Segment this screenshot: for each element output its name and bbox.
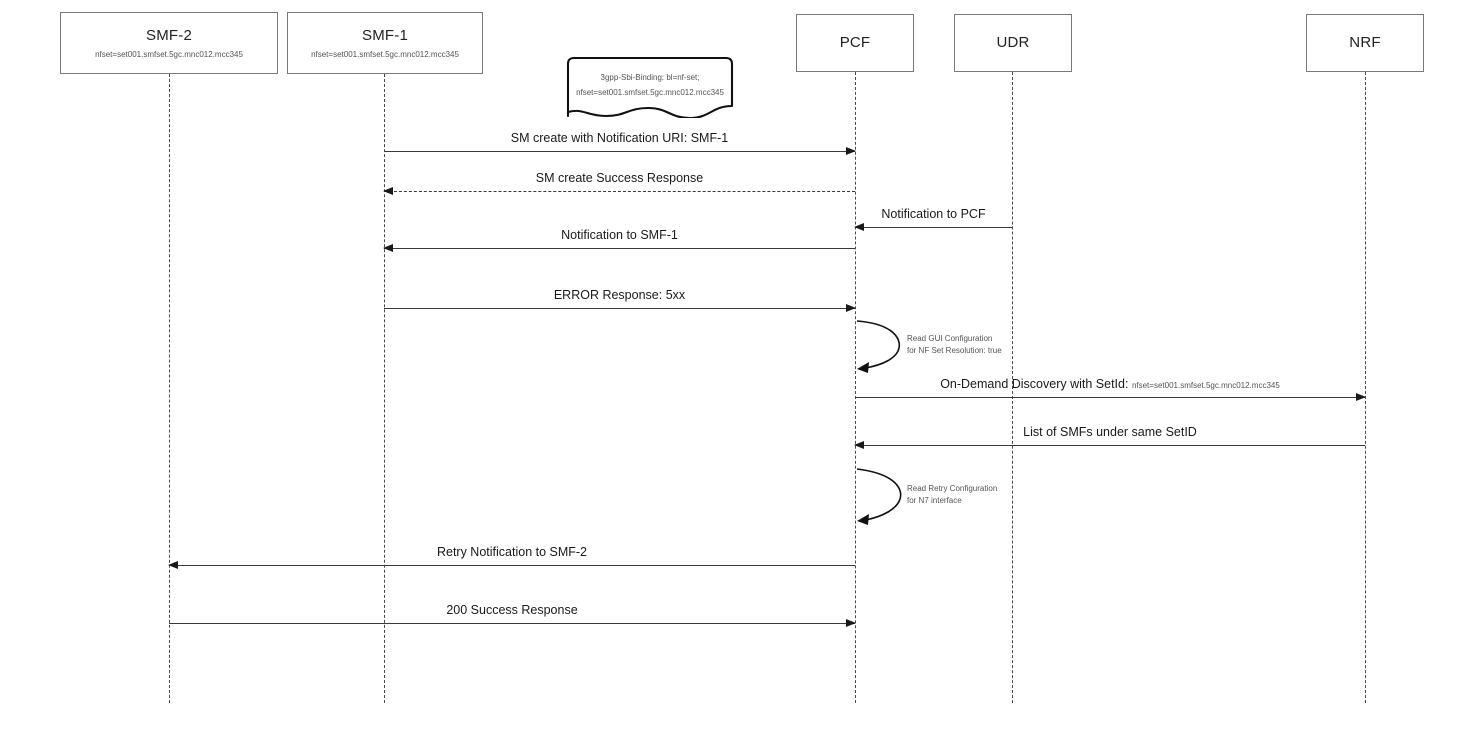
self-message-line-2: for N7 interface (907, 496, 962, 505)
message-label: On-Demand Discovery with SetId: nfset=se… (735, 377, 1462, 391)
message-label: Notification to PCF (881, 207, 986, 221)
message-label: 200 Success Response (446, 603, 578, 617)
message-line (169, 623, 855, 624)
participant-nrf[interactable]: NRF (1306, 14, 1424, 72)
participant-subtitle: nfset=set001.smfset.5gc.mnc012.mcc345 (311, 49, 459, 59)
self-message-line-1: Read Retry Configuration (907, 484, 998, 493)
note-sbi-binding: 3gpp-Sbi-Binding: bl=nf-set; nfset=set00… (562, 56, 738, 118)
self-message-read-gui-config[interactable]: Read GUI Configuration for NF Set Resolu… (855, 318, 1055, 373)
message-label-suffix: nfset=set001.smfset.5gc.mnc012.mcc345 (1131, 381, 1280, 390)
arrowhead-icon (1356, 392, 1366, 401)
participant-subtitle: nfset=set001.smfset.5gc.mnc012.mcc345 (95, 49, 243, 59)
lifeline-udr (1012, 72, 1013, 703)
message-line (855, 227, 1012, 228)
participant-smf2[interactable]: SMF-2 nfset=set001.smfset.5gc.mnc012.mcc… (60, 12, 278, 74)
participant-smf1[interactable]: SMF-1 nfset=set001.smfset.5gc.mnc012.mcc… (287, 12, 483, 74)
lifeline-smf2 (169, 74, 170, 703)
arrowhead-icon (168, 560, 178, 569)
participant-title: PCF (839, 34, 871, 51)
self-message-read-retry-config[interactable]: Read Retry Configuration for N7 interfac… (855, 466, 1055, 525)
arrowhead-icon (846, 618, 856, 627)
self-message-line-2: for NF Set Resolution: true (907, 346, 1002, 355)
message-label: SM create Success Response (535, 171, 704, 185)
message-label-main: On-Demand Discovery with SetId: (940, 377, 1129, 391)
arrowhead-icon (383, 243, 393, 252)
participant-pcf[interactable]: PCF (796, 14, 914, 72)
lifeline-smf1 (384, 74, 385, 703)
message-line (169, 565, 855, 566)
message-line (855, 445, 1365, 446)
message-line (855, 397, 1365, 398)
arrowhead-icon (854, 440, 864, 449)
message-label: Retry Notification to SMF-2 (436, 545, 588, 559)
lifeline-nrf (1365, 72, 1366, 703)
participant-title: UDR (996, 34, 1030, 51)
lifeline-pcf (855, 72, 856, 703)
self-message-line-1: Read GUI Configuration (907, 334, 993, 343)
message-line (384, 191, 855, 192)
arrowhead-icon (383, 186, 393, 195)
participant-title: SMF-2 (146, 26, 192, 44)
message-line (384, 308, 855, 309)
message-line (384, 151, 855, 152)
message-label: SM create with Notification URI: SMF-1 (510, 131, 729, 145)
participant-title: NRF (1349, 34, 1381, 51)
message-label: List of SMFs under same SetID (1023, 425, 1197, 439)
participant-title: SMF-1 (362, 26, 408, 44)
arrowhead-icon (846, 146, 856, 155)
arrowhead-icon (846, 303, 856, 312)
arrowhead-icon (854, 222, 864, 231)
message-line (384, 248, 855, 249)
message-label: ERROR Response: 5xx (553, 288, 686, 302)
message-label: Notification to SMF-1 (561, 228, 678, 242)
participant-udr[interactable]: UDR (954, 14, 1072, 72)
